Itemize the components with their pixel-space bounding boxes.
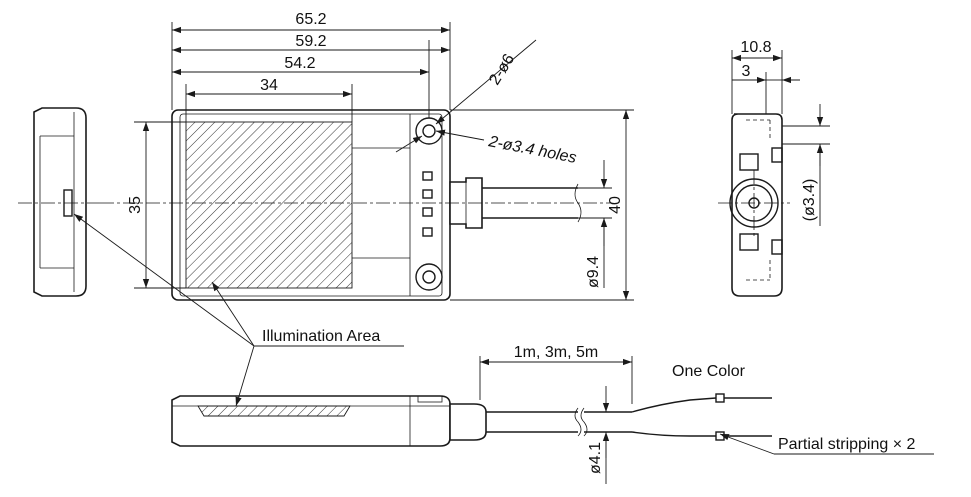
dim-depth: 10.8 bbox=[740, 39, 771, 56]
dim-35: 35 bbox=[127, 196, 144, 214]
dim-34: 34 bbox=[260, 77, 278, 94]
dim-hole-dia-side: (ø3.4) bbox=[801, 179, 818, 222]
note-illumination-area: Illumination Area bbox=[262, 328, 380, 345]
dim-54-2: 54.2 bbox=[284, 55, 315, 72]
note-cable-lengths: 1m, 3m, 5m bbox=[514, 344, 598, 361]
dim-small-holes: 2-ø6 bbox=[486, 51, 518, 88]
bottom-illumination-hatch bbox=[197, 405, 351, 417]
front-view bbox=[100, 109, 610, 301]
left-side-view bbox=[18, 107, 100, 297]
end-dimensions bbox=[731, 50, 830, 226]
dim-cable-outer: ø4.1 bbox=[587, 442, 604, 474]
dim-65-2: 65.2 bbox=[295, 11, 326, 28]
front-dimensions bbox=[134, 22, 634, 301]
note-holes: 2-ø3.4 holes bbox=[486, 133, 578, 167]
bottom-view bbox=[171, 393, 772, 447]
note-one-color: One Color bbox=[672, 363, 746, 380]
bottom-dimensions bbox=[479, 356, 934, 484]
dim-cable-dia: ø9.4 bbox=[585, 256, 602, 288]
dim-depth-3: 3 bbox=[742, 63, 751, 80]
dim-59-2: 59.2 bbox=[295, 33, 326, 50]
dim-40: 40 bbox=[607, 196, 624, 214]
illumination-area-hatch bbox=[185, 121, 353, 289]
illumination-leaders bbox=[73, 213, 404, 407]
end-view bbox=[718, 113, 790, 297]
note-partial-stripping: Partial stripping × 2 bbox=[778, 436, 916, 453]
